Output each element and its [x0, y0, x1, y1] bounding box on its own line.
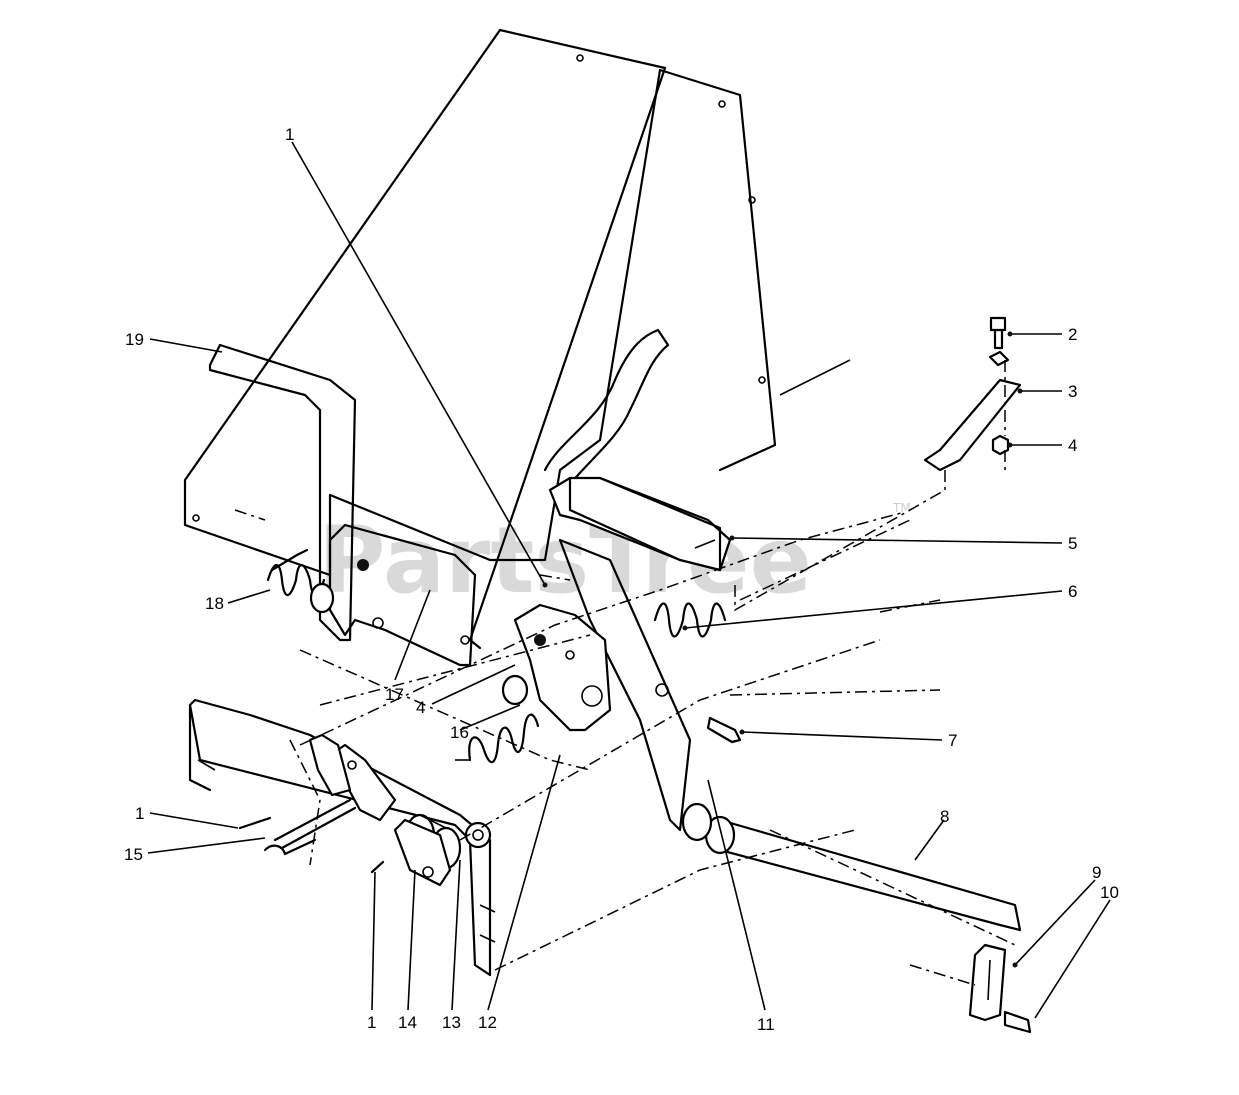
watermark-text: PartsTree — [318, 507, 812, 614]
bolt-7 — [706, 716, 742, 744]
plate-9 — [968, 943, 1007, 1022]
callout-labels: 1 2 3 4 5 6 19 18 17 4 16 7 8 1 15 9 10 … — [124, 125, 1119, 1034]
callout-13: 13 — [442, 1013, 461, 1032]
rod-8 — [681, 802, 1022, 932]
pedal-pad-5 — [548, 476, 732, 572]
callout-1-bottom: 1 — [367, 1013, 376, 1032]
lever-handle — [543, 328, 670, 502]
spring-6 — [653, 602, 727, 638]
plate-17 — [328, 523, 477, 667]
bracket-3 — [923, 378, 1022, 472]
bracket-19 — [208, 343, 357, 642]
callout-7: 7 — [948, 731, 957, 750]
plate-14 — [393, 818, 452, 887]
nut-4 — [991, 434, 1010, 456]
left-lever — [273, 733, 397, 850]
base-frame — [188, 698, 496, 977]
leader-lines — [147, 141, 1111, 1019]
spring-18 — [266, 548, 335, 614]
nut-4-lower — [501, 674, 529, 706]
spring-16 — [455, 713, 540, 764]
callout-10: 10 — [1100, 883, 1119, 902]
callout-18: 18 — [205, 594, 224, 613]
callout-16: 16 — [450, 723, 469, 742]
callout-9: 9 — [1092, 863, 1101, 882]
callout-1-top: 1 — [285, 125, 294, 144]
bolt-2 — [988, 316, 1010, 367]
callout-4-lower: 4 — [416, 698, 425, 717]
callout-5: 5 — [1068, 534, 1077, 553]
callout-14: 14 — [398, 1013, 417, 1032]
callout-1-left: 1 — [135, 804, 144, 823]
clip-15 — [263, 838, 317, 856]
watermark-trademark: TM — [892, 501, 911, 515]
centre-lines — [234, 360, 1016, 986]
seat-panel — [183, 28, 851, 650]
callout-2: 2 — [1068, 325, 1077, 344]
callout-6: 6 — [1068, 582, 1077, 601]
plate-12 — [513, 603, 612, 732]
callout-4-right: 4 — [1068, 436, 1077, 455]
callout-12: 12 — [478, 1013, 497, 1032]
callout-19: 19 — [125, 330, 144, 349]
callout-3: 3 — [1068, 382, 1077, 401]
pin-1 — [238, 816, 385, 874]
bolt-10 — [1003, 1010, 1032, 1034]
callout-17: 17 — [385, 685, 404, 704]
callout-11: 11 — [757, 1015, 775, 1034]
callout-8: 8 — [940, 807, 949, 826]
callout-15: 15 — [124, 845, 143, 864]
